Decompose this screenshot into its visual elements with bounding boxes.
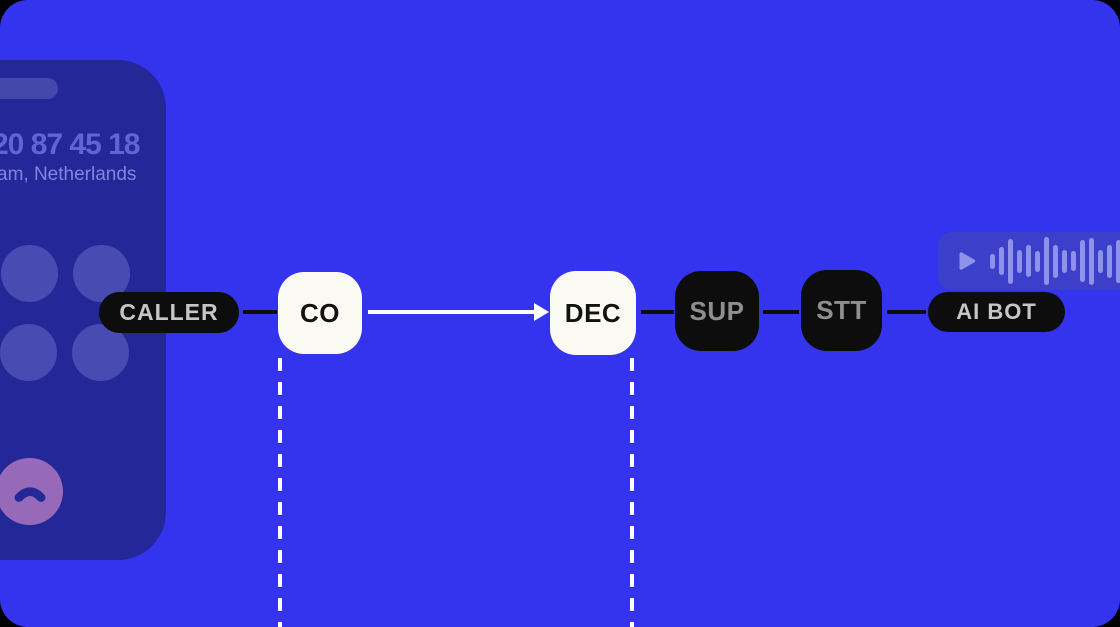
waveform — [990, 232, 1120, 290]
hangup-button[interactable] — [0, 458, 63, 525]
waveform-bar — [1053, 244, 1058, 278]
node-aibot-label: AI BOT — [956, 299, 1037, 324]
node-stt-label: STT — [816, 295, 867, 325]
keypad-dot — [72, 324, 129, 381]
waveform-bar — [1026, 245, 1031, 277]
waveform-bar — [1062, 249, 1067, 273]
waveform-bar — [1035, 250, 1040, 272]
waveform-bar — [1089, 237, 1094, 285]
node-dec: DEC — [550, 271, 636, 355]
arrow-co-dec — [368, 310, 537, 314]
keypad-dot — [0, 324, 57, 381]
waveform-bar — [1107, 244, 1112, 278]
phone-notch — [0, 78, 58, 99]
phone-number: 20 87 45 18 — [0, 128, 140, 161]
play-icon — [953, 248, 979, 274]
node-caller: CALLER — [99, 292, 239, 333]
node-aibot: AI BOT — [928, 292, 1065, 332]
phone-location: am, Netherlands — [0, 164, 137, 185]
node-sup-label: SUP — [689, 295, 745, 326]
dashed-line-co — [278, 358, 282, 627]
node-co: CO — [278, 272, 362, 354]
waveform-bar — [999, 247, 1004, 275]
play-button[interactable] — [953, 248, 979, 274]
connector-sup-stt — [763, 310, 799, 314]
waveform-bar — [1008, 238, 1013, 284]
node-co-label: CO — [300, 297, 340, 328]
waveform-bar — [1044, 237, 1049, 285]
keypad-dot — [1, 245, 58, 302]
waveform-bar — [1071, 251, 1076, 271]
arrowhead-icon — [534, 303, 549, 321]
audio-player — [938, 232, 1120, 290]
dashed-line-dec — [630, 358, 634, 627]
node-sup: SUP — [675, 271, 759, 351]
waveform-bar — [1116, 239, 1120, 283]
waveform-bar — [1080, 240, 1085, 282]
call-end-icon — [11, 473, 49, 511]
node-caller-label: CALLER — [119, 299, 219, 325]
waveform-bar — [1017, 249, 1022, 273]
connector-dec-sup — [641, 310, 674, 314]
connector-stt-aibot — [887, 310, 926, 314]
node-dec-label: DEC — [564, 297, 622, 328]
waveform-bar — [990, 253, 995, 269]
node-stt: STT — [801, 270, 882, 351]
connector-caller-co — [243, 310, 277, 314]
waveform-bar — [1098, 249, 1103, 273]
